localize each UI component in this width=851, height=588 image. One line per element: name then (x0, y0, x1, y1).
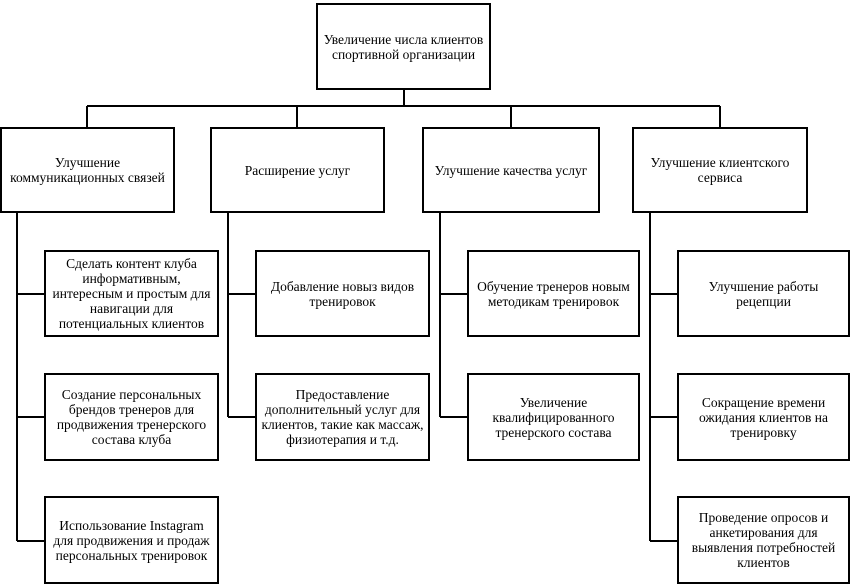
leaf-label: Предоставление дополнительный услуг для … (261, 387, 424, 447)
branch-client-service: Улучшение клиентского сервиса (632, 127, 808, 213)
branch-label: Расширение услуг (244, 162, 351, 178)
leaf-label: Проведение опросов и анкетирования для в… (691, 510, 836, 570)
branch-service-quality: Улучшение качества услуг (422, 127, 600, 213)
branch-label: Улучшение клиентского сервиса (650, 155, 790, 185)
leaf-node: Использование Instagram для продвижения … (44, 496, 219, 584)
leaf-node: Проведение опросов и анкетирования для в… (677, 496, 850, 584)
branch-services-expansion: Расширение услуг (210, 127, 385, 213)
branch-communications: Улучшение коммуникационных связей (0, 127, 175, 213)
leaf-label: Добавление новыз видов тренировок (270, 278, 415, 309)
leaf-label: Использование Instagram для продвижения … (53, 517, 210, 563)
leaf-node: Обучение тренеров новым методикам тренир… (467, 250, 640, 337)
leaf-node: Предоставление дополнительный услуг для … (255, 373, 430, 461)
leaf-node: Сокращение времени ожидания клиентов на … (677, 373, 850, 461)
leaf-node: Увеличение квалифицированного тренерског… (467, 373, 640, 461)
leaf-label: Сокращение времени ожидания клиентов на … (698, 394, 829, 440)
leaf-label: Улучшение работы рецепции (708, 278, 819, 309)
leaf-node: Сделать контент клуба информативным, инт… (44, 250, 219, 337)
leaf-label: Создание персональных брендов тренеров д… (56, 387, 207, 447)
leaf-label: Сделать контент клуба информативным, инт… (52, 256, 211, 331)
leaf-label: Обучение тренеров новым методикам тренир… (477, 278, 630, 309)
root-node: Увеличение числа клиентов спортивной орг… (316, 3, 491, 90)
leaf-node: Создание персональных брендов тренеров д… (44, 373, 219, 461)
leaf-node: Улучшение работы рецепции (677, 250, 850, 337)
leaf-node: Добавление новыз видов тренировок (255, 250, 430, 337)
root-label: Увеличение числа клиентов спортивной орг… (323, 31, 484, 62)
branch-label: Улучшение качества услуг (434, 162, 588, 178)
leaf-label: Увеличение квалифицированного тренерског… (492, 394, 615, 440)
branch-label: Улучшение коммуникационных связей (10, 155, 165, 185)
